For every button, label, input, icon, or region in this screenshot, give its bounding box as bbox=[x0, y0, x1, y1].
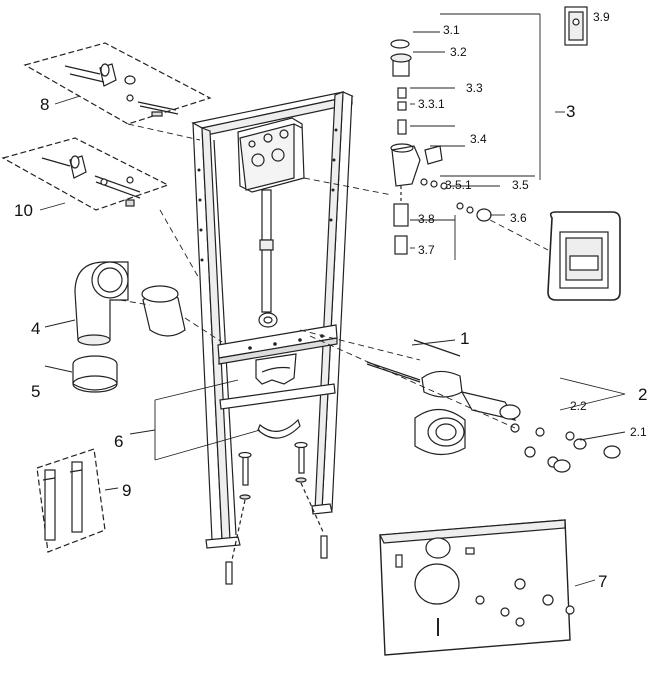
callout-3-4: 3.4 bbox=[470, 132, 487, 146]
group-8-brackets bbox=[23, 42, 212, 125]
group-3-valve bbox=[390, 39, 492, 255]
callout-3-5: 3.5 bbox=[512, 178, 529, 192]
callout-3-7: 3.7 bbox=[418, 243, 435, 257]
group-7-insulation-pad bbox=[379, 519, 575, 656]
group-1-flush-pipe bbox=[366, 339, 521, 421]
callout-2-2: 2.2 bbox=[570, 399, 587, 413]
callout-3-8: 3.8 bbox=[418, 212, 435, 226]
callout-2-1: 2.1 bbox=[630, 425, 647, 439]
waste-connector bbox=[414, 408, 466, 456]
callout-7: 7 bbox=[598, 572, 608, 591]
group-2-fixings bbox=[510, 423, 621, 473]
callout-3-2: 3.2 bbox=[450, 45, 467, 59]
group-10-brackets bbox=[1, 137, 170, 211]
callout-10: 10 bbox=[14, 201, 33, 220]
callout-6: 6 bbox=[114, 432, 124, 451]
callout-3-3: 3.3 bbox=[466, 81, 483, 95]
callout-1: 1 bbox=[460, 329, 470, 348]
group-9-brackets bbox=[36, 448, 106, 553]
rubber-seal bbox=[72, 355, 118, 393]
callout-2: 2 bbox=[638, 385, 648, 404]
pan-bracket bbox=[255, 353, 301, 439]
callout-9: 9 bbox=[122, 481, 132, 500]
floor-anchors bbox=[225, 441, 328, 585]
callout-5: 5 bbox=[31, 382, 41, 401]
callout-8: 8 bbox=[40, 95, 50, 114]
access-plate-icon bbox=[564, 6, 588, 46]
leader-lines bbox=[39, 13, 626, 587]
callout-4: 4 bbox=[31, 319, 41, 338]
callout-3-3-1: 3.3.1 bbox=[418, 97, 445, 111]
inspection-cover bbox=[547, 211, 621, 301]
mounting-frame bbox=[191, 91, 354, 549]
cistern-box bbox=[237, 117, 305, 328]
callout-3-9: 3.9 bbox=[593, 10, 610, 24]
callout-3-6: 3.6 bbox=[510, 211, 527, 225]
callout-3-1: 3.1 bbox=[443, 23, 460, 37]
pan-connector-bend bbox=[74, 261, 129, 346]
callout-3: 3 bbox=[566, 102, 576, 121]
connector-sleeve bbox=[141, 285, 186, 337]
callout-3-5-1: 3.5.1 bbox=[445, 178, 472, 192]
